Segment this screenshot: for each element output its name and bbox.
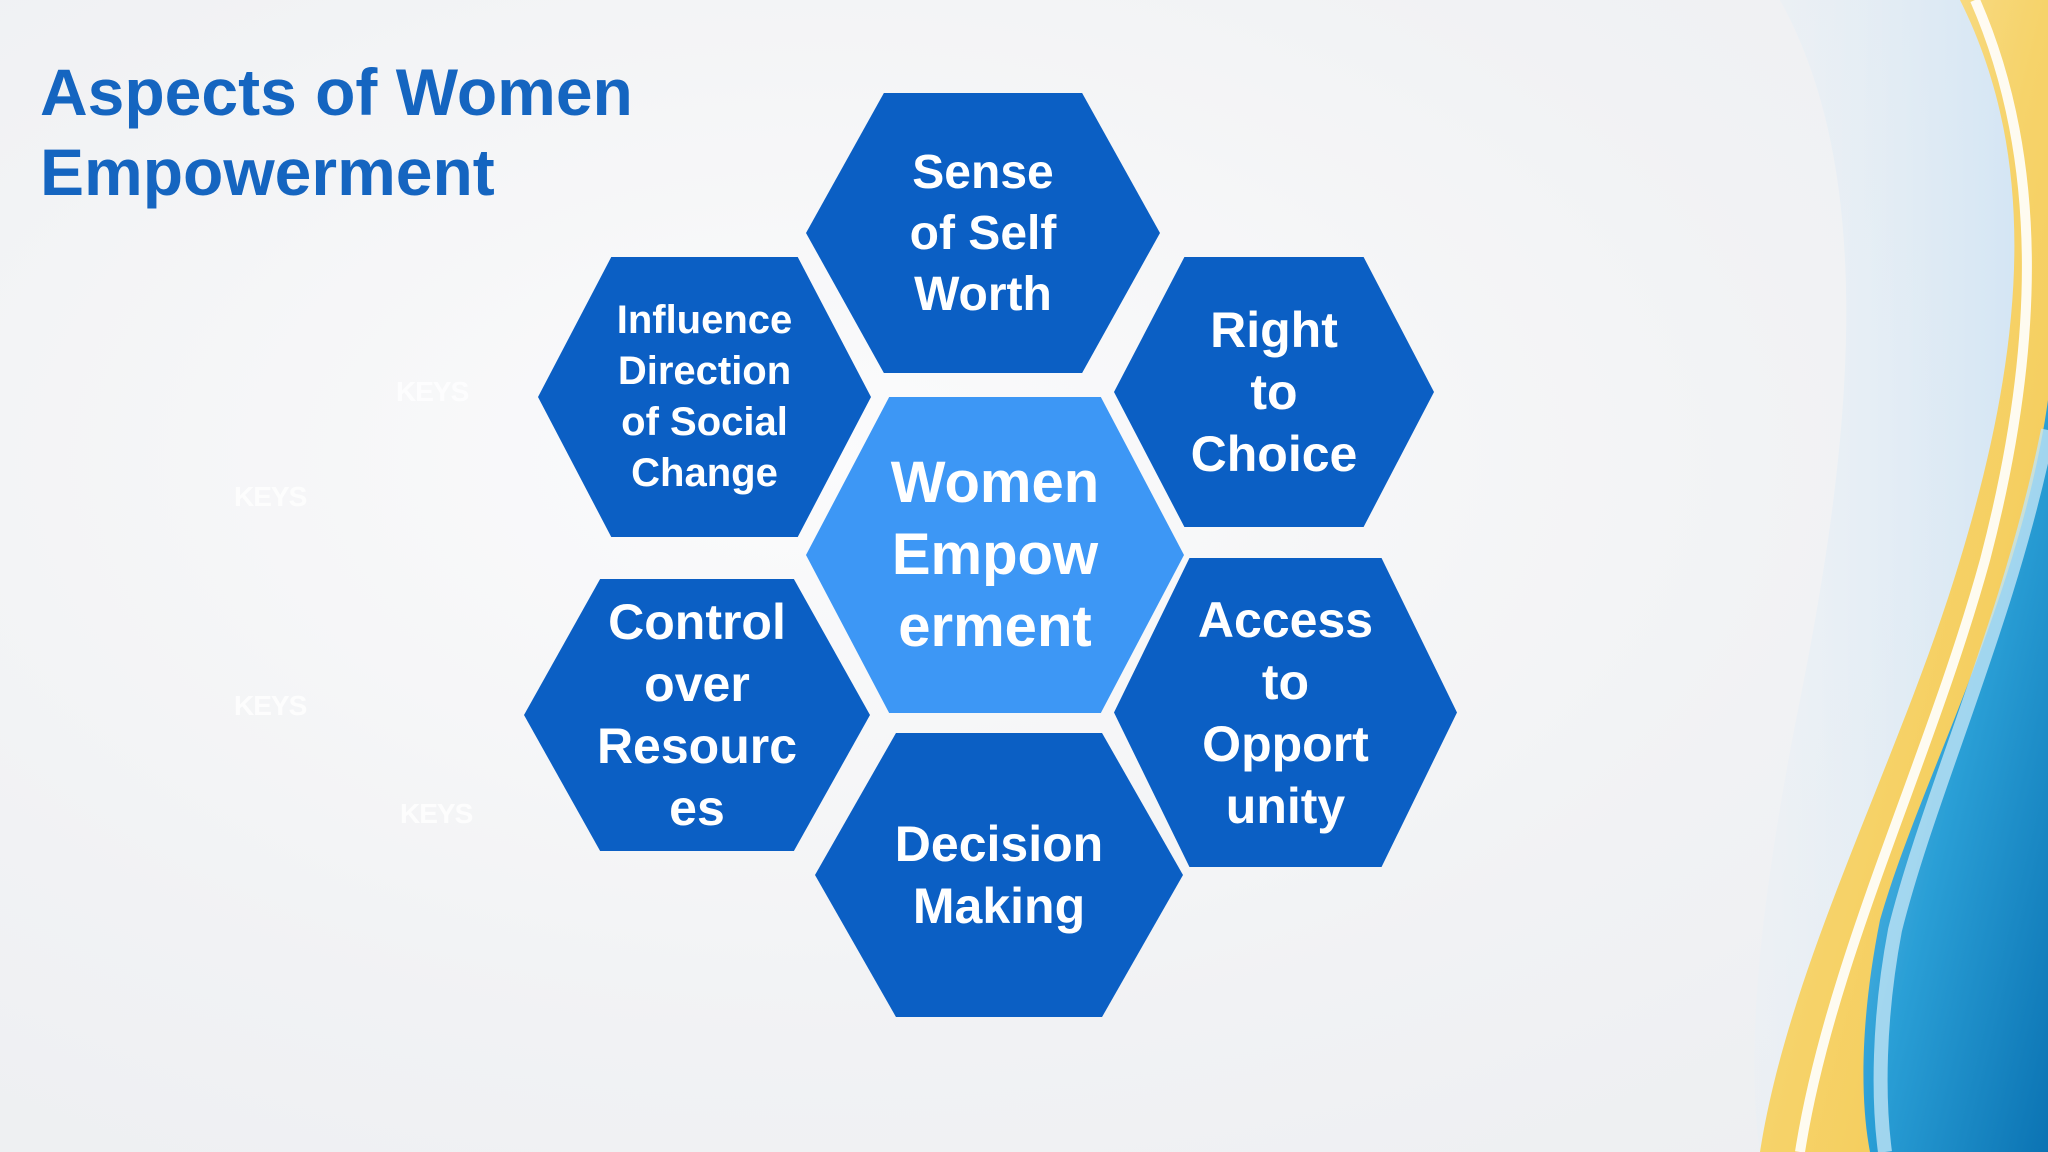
hexagon-label: Decision Making xyxy=(894,816,1104,934)
hexagon-control-over-resources: Control over Resourc es xyxy=(524,579,870,851)
blue-wave xyxy=(1863,400,2048,1152)
hexagon-right-to-choice: Right to Choice xyxy=(1114,257,1434,527)
hexagon-label: Influence Direction of Social Change xyxy=(616,298,793,495)
page-title: Aspects of Women Empowerment xyxy=(40,52,633,212)
hexagon-decision-making: Decision Making xyxy=(815,733,1183,1017)
hexagon-sense-of-self-worth: Sense of Self Worth xyxy=(806,93,1160,373)
white-wave-line xyxy=(1795,0,2032,1152)
watermark-text: KEYS xyxy=(400,798,473,829)
hexagon-label: Right to Choice xyxy=(1190,302,1358,482)
title-line-2: Empowerment xyxy=(40,135,495,209)
title-line-1: Aspects of Women xyxy=(40,55,633,129)
hexagon-influence-direction-of-social-change: Influence Direction of Social Change xyxy=(538,257,871,537)
watermark-text: KEYS xyxy=(234,481,307,512)
hexagon-label: Access to Opport unity xyxy=(1197,591,1374,834)
hexagon-label: Sense of Self Worth xyxy=(909,145,1057,321)
watermark-text: KEYS xyxy=(234,690,307,721)
center-label: Women Empow erment xyxy=(890,450,1100,659)
light-blue-wave-edge xyxy=(1873,428,2048,1152)
watermark-text: KEYS xyxy=(396,376,469,407)
hexagon-women-empowerment-center: Women Empow erment xyxy=(806,397,1184,713)
hexagon-label: Control over Resourc es xyxy=(596,594,798,836)
hexagon-access-to-opportunity: Access to Opport unity xyxy=(1114,558,1457,867)
